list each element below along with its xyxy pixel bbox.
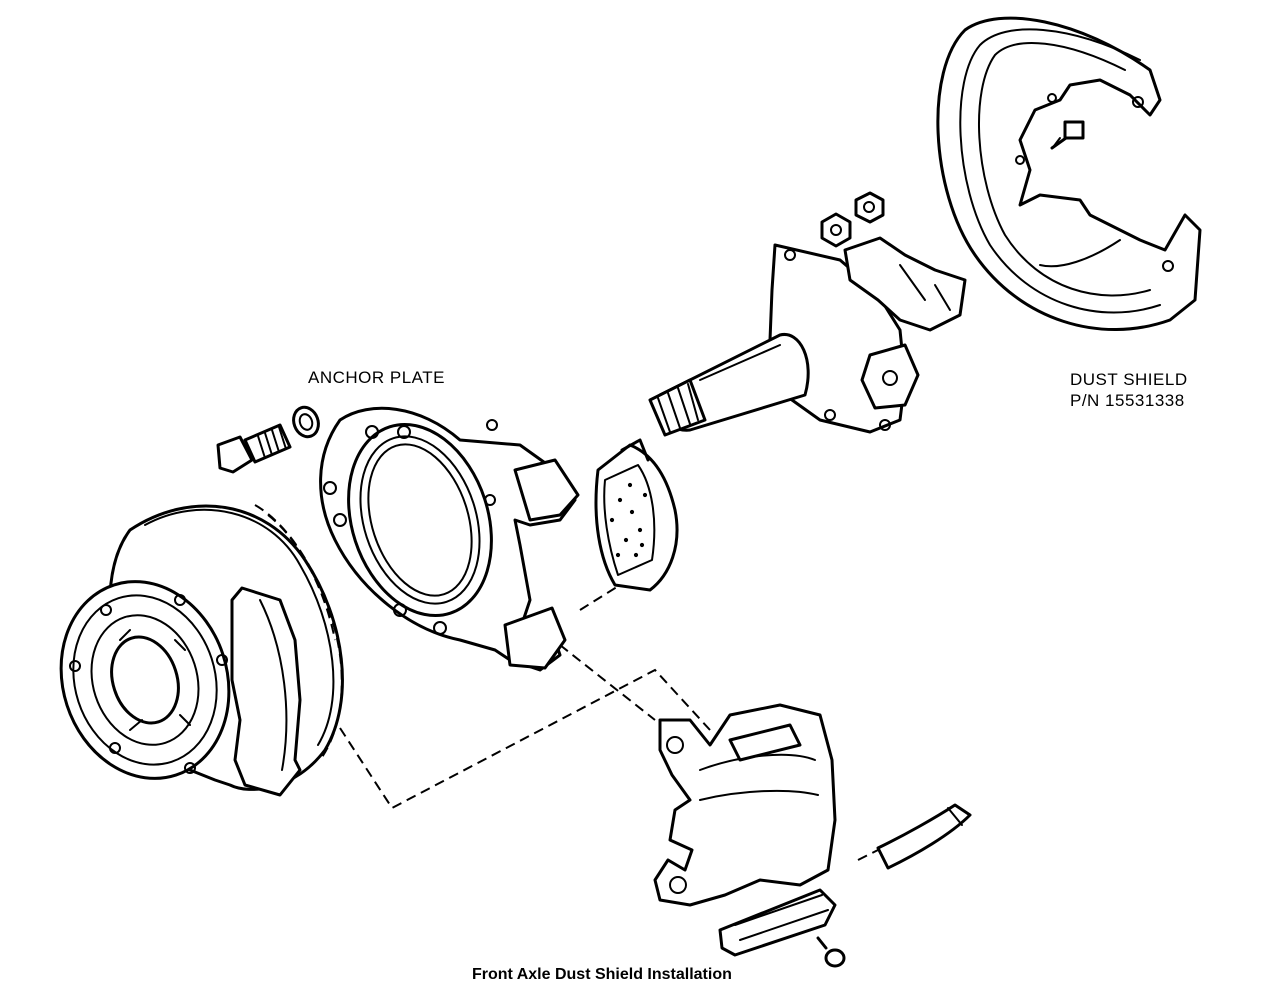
outer-shoe bbox=[230, 586, 302, 797]
key-screw bbox=[816, 936, 846, 968]
anchor-bolt bbox=[216, 405, 320, 474]
anchor-plate bbox=[319, 406, 580, 672]
brake-pad bbox=[594, 438, 679, 592]
alignment-lines bbox=[339, 584, 879, 861]
dust-shield bbox=[936, 16, 1202, 332]
part-number-label: P/N 15531338 bbox=[1070, 391, 1185, 410]
dust-shield-label: DUST SHIELD bbox=[1070, 370, 1188, 389]
shield-bolt bbox=[1050, 120, 1085, 150]
caliper bbox=[653, 703, 837, 907]
spindle-nuts bbox=[820, 191, 885, 248]
spindle-knuckle bbox=[648, 191, 967, 437]
anchor-plate-label: ANCHOR PLATE bbox=[308, 368, 445, 387]
caliper-key bbox=[718, 888, 837, 957]
support-spring bbox=[876, 803, 972, 870]
figure-caption: Front Axle Dust Shield Installation bbox=[472, 966, 732, 983]
